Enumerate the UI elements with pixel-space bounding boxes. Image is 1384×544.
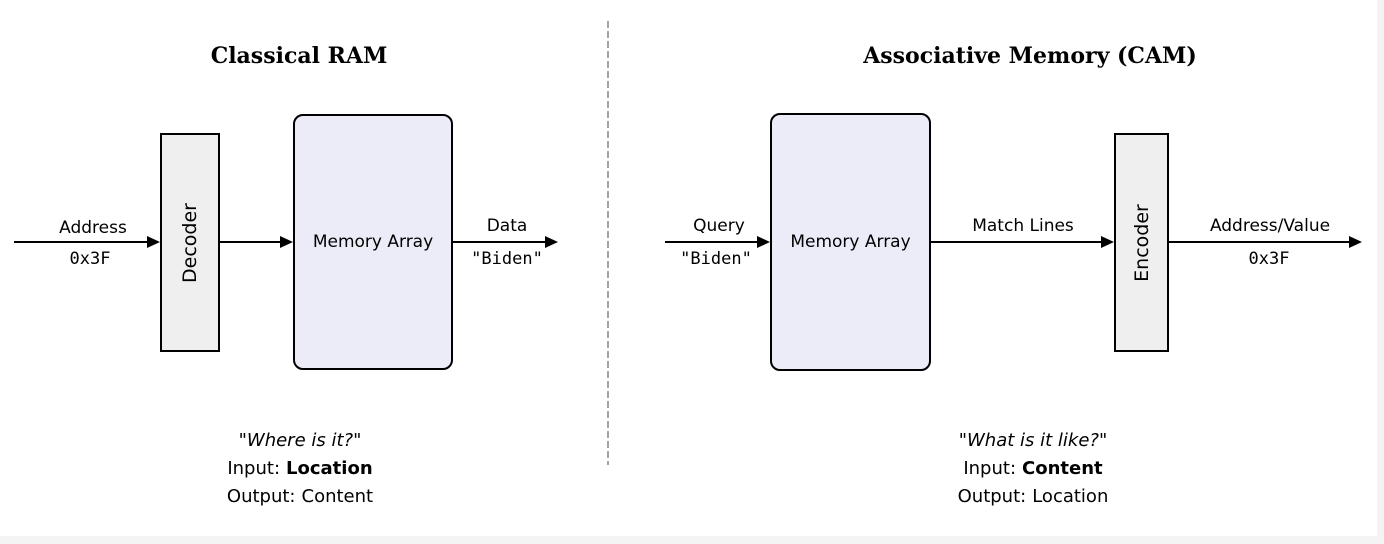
encoder-box: Encoder (1114, 133, 1169, 352)
match-lines-arrow-line (931, 241, 1101, 243)
match-lines-label: Match Lines (972, 216, 1074, 236)
query-input-arrowhead-icon (757, 236, 770, 248)
classical-ram-title: Classical RAM (210, 43, 388, 69)
data-output-arrow-line (453, 241, 545, 243)
decoder-to-memory-arrow-line (220, 241, 280, 243)
data-value: "Biden" (471, 249, 543, 269)
cam-input-value: Content (1022, 458, 1103, 479)
address-value-output-arrow-line (1169, 241, 1349, 243)
cam-caption-output-line: Output:Location (873, 483, 1193, 511)
address-input-arrow-line (14, 241, 147, 243)
panel-divider-dashed-line (607, 21, 609, 465)
ram-output-key: Output: (226, 486, 296, 507)
cam-caption-quote: "What is it like?" (958, 430, 1108, 451)
cam-memory-array-box: Memory Array (770, 113, 931, 371)
cam-caption: "What is it like?" Input:Content Output:… (873, 427, 1193, 511)
query-label: Query (693, 216, 745, 236)
ram-input-value: Location (286, 458, 373, 479)
cam-input-key: Input: (963, 458, 1017, 479)
cam-caption-input-line: Input:Content (873, 455, 1193, 483)
decoder-label: Decoder (179, 202, 202, 283)
ram-caption-input-line: Input:Location (140, 455, 460, 483)
associative-memory-title: Associative Memory (CAM) (863, 43, 1197, 69)
ram-memory-array-box: Memory Array (293, 114, 453, 370)
cam-output-value: Location (1032, 486, 1109, 507)
match-lines-arrowhead-icon (1101, 236, 1114, 248)
ram-output-value: Content (301, 486, 374, 507)
encoder-label: Encoder (1130, 203, 1153, 282)
query-input-arrow-line (665, 241, 757, 243)
query-value: "Biden" (680, 249, 752, 269)
address-value-output-arrowhead-icon (1349, 236, 1362, 248)
ram-caption-quote: "Where is it?" (238, 430, 362, 451)
decoder-to-memory-arrowhead-icon (280, 236, 293, 248)
ram-caption-output-line: Output:Content (140, 483, 460, 511)
cam-memory-array-label: Memory Array (790, 232, 911, 252)
ram-memory-array-label: Memory Array (312, 232, 434, 252)
page-edge-bottom (0, 536, 1384, 544)
address-label: Address (59, 218, 127, 238)
cam-output-key: Output: (957, 486, 1027, 507)
address-value: 0x3F (69, 249, 111, 269)
data-output-arrowhead-icon (545, 236, 558, 248)
ram-input-key: Input: (227, 458, 281, 479)
address-input-arrowhead-icon (147, 236, 160, 248)
address-value-value: 0x3F (1248, 249, 1290, 269)
page-edge-right (1377, 0, 1384, 544)
ram-caption: "Where is it?" Input:Location Output:Con… (140, 427, 460, 511)
data-label: Data (486, 216, 528, 236)
decoder-box: Decoder (160, 133, 220, 352)
address-value-label: Address/Value (1209, 216, 1331, 236)
